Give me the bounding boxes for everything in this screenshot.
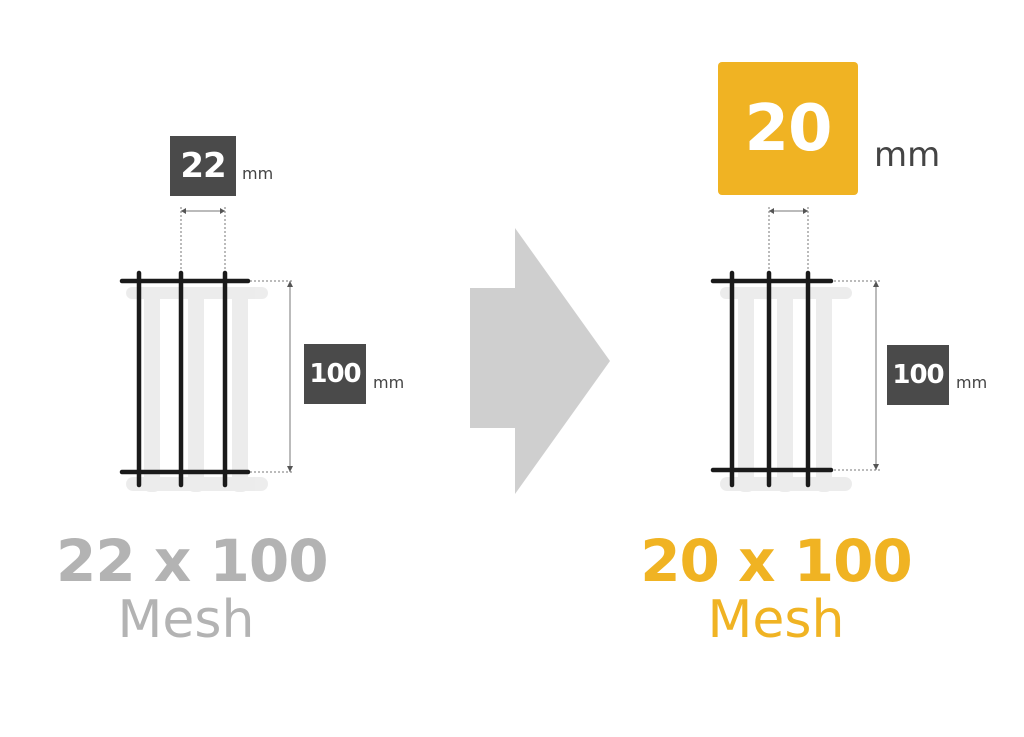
transition-arrow (470, 228, 610, 494)
new-height-value-box: 100 (887, 345, 949, 405)
old-height-unit: mm (373, 373, 405, 392)
old-spacing-value-box: 22 (170, 136, 236, 196)
old-spacing-value: 22 (180, 146, 226, 186)
new-name-label: Mesh (707, 590, 845, 650)
old-spacing-unit: mm (242, 164, 274, 183)
new-mesh-diagram (710, 207, 880, 492)
new-size-label: 20 x 100 (640, 527, 913, 595)
new-spacing-value-box: 20 (718, 62, 858, 195)
old-size-label: 22 x 100 (56, 527, 329, 595)
new-height-value: 100 (892, 360, 944, 390)
old-height-value: 100 (309, 359, 361, 389)
old-mesh-diagram (119, 207, 293, 492)
old-height-value-box: 100 (304, 344, 366, 404)
new-spacing-unit: mm (874, 135, 941, 175)
new-spacing-value: 20 (744, 91, 832, 166)
new-height-unit: mm (956, 373, 988, 392)
old-name-label: Mesh (117, 590, 255, 650)
